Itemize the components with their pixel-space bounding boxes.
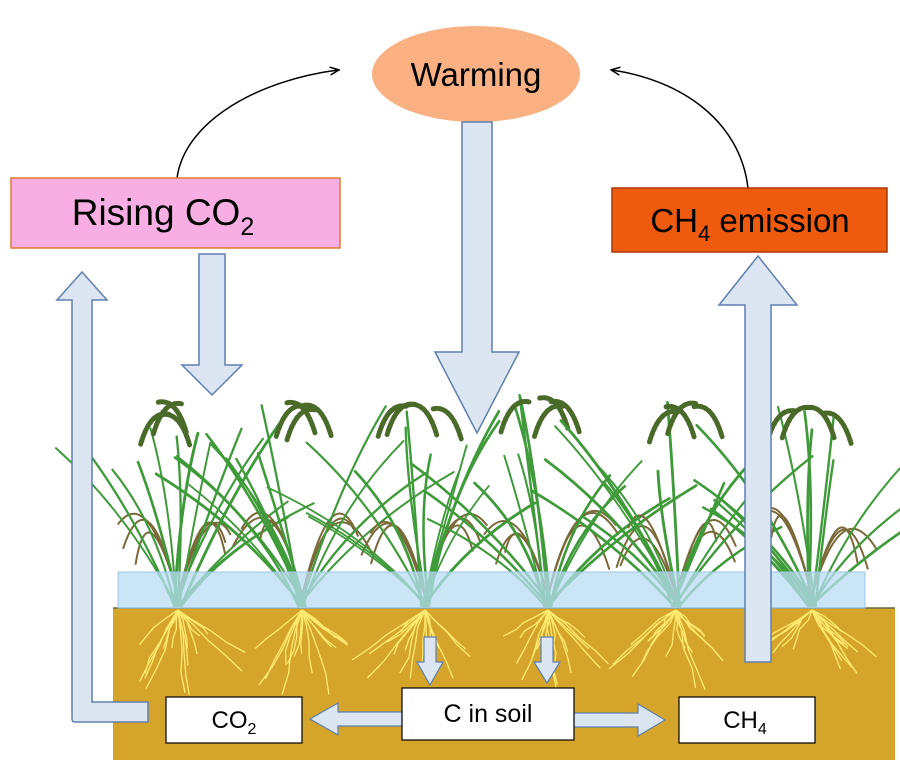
warming-node bbox=[372, 26, 580, 122]
co2-soil-node bbox=[165, 696, 303, 744]
plant-roots bbox=[749, 609, 877, 674]
plant-roots bbox=[254, 609, 348, 695]
c-in-soil-label: C in soil bbox=[444, 700, 533, 728]
carbon-input-arrow-right bbox=[532, 636, 562, 685]
soil-to-ch4-arrow bbox=[573, 702, 667, 738]
plant-roots bbox=[138, 609, 246, 696]
floodwater-layer bbox=[117, 571, 866, 609]
ch4-to-warming-arrow bbox=[612, 70, 749, 189]
co2-up-l-arrow bbox=[55, 270, 149, 723]
ch4-soil-node bbox=[678, 696, 816, 744]
warming-down-arrow bbox=[433, 121, 521, 435]
carbon-input-arrow-left bbox=[415, 636, 445, 687]
ch4-emission-node bbox=[611, 187, 888, 253]
ch4-up-arrow bbox=[717, 254, 799, 663]
rising-co2-node bbox=[10, 177, 341, 249]
c-in-soil-node bbox=[401, 687, 575, 741]
plant-roots bbox=[608, 609, 724, 690]
co2-soil-label: CO2 bbox=[212, 707, 257, 738]
rising-co2-label: Rising CO2 bbox=[72, 192, 255, 241]
rising-co2-down-arrow bbox=[180, 253, 244, 397]
soil-to-co2-arrow bbox=[308, 701, 403, 737]
roots-group bbox=[138, 609, 877, 696]
ch4-emission-label: CH4 emission bbox=[650, 202, 849, 246]
warming-label: Warming bbox=[411, 56, 542, 93]
co2-to-warming-arrow bbox=[176, 70, 338, 179]
ch4-soil-label: CH4 bbox=[723, 707, 767, 738]
